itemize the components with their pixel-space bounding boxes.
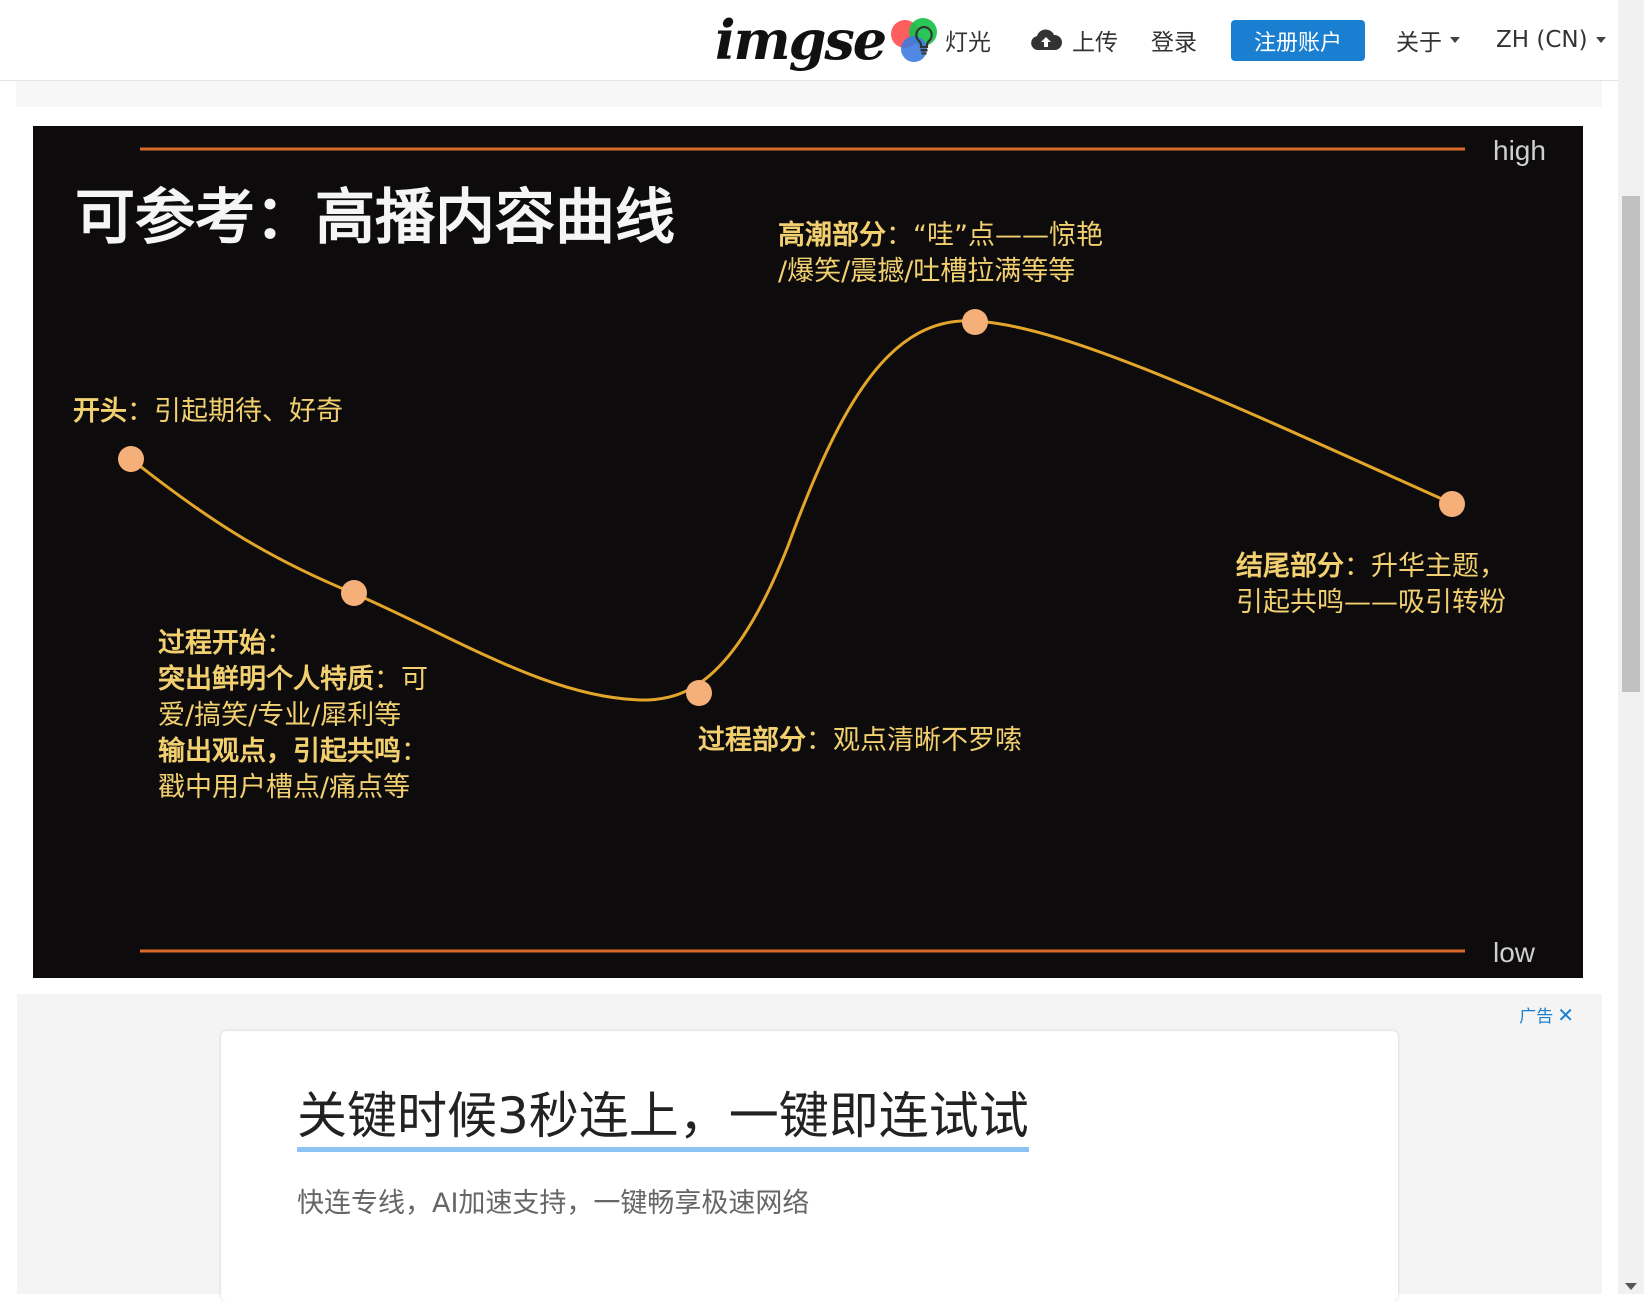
high-label: high: [1493, 135, 1546, 166]
label-climax-line2: /爆笑/震撼/吐槽拉满等等: [778, 256, 1075, 287]
cloud-upload-icon: [1030, 28, 1062, 52]
nav-light-toggle[interactable]: 灯光: [913, 20, 991, 60]
ad-title-link[interactable]: 关键时候3秒连上，一键即连试试: [297, 1085, 1029, 1152]
label-process-start-line5: 戳中用户槽点/痛点等: [158, 772, 410, 803]
label-process-start-line3: 爱/搞笑/专业/犀利等: [158, 700, 401, 731]
curve-point-process-start: [341, 580, 367, 606]
nav-upload-label: 上传: [1072, 30, 1118, 56]
nav-login-link[interactable]: 登录: [1151, 20, 1197, 60]
image-title: 可参考：高播内容曲线: [75, 183, 675, 253]
label-process: 过程部分：观点清晰不罗嗦: [698, 724, 1022, 756]
label-process-start-line4: 输出观点，引起共鸣：: [158, 735, 428, 767]
nav-about-label: 关于: [1396, 30, 1442, 56]
content-top-strip: [16, 81, 1602, 107]
language-label: ZH (CN): [1496, 27, 1588, 53]
register-button[interactable]: 注册账户: [1231, 20, 1365, 61]
ad-container: 广告 ✕ 关键时候3秒连上，一键即连试试 快连专线，AI加速支持，一键畅享极速网…: [17, 994, 1602, 1301]
language-dropdown[interactable]: ZH (CN): [1496, 20, 1606, 60]
scrollbar-thumb[interactable]: [1622, 196, 1640, 692]
curve-point-climax: [962, 309, 988, 335]
caret-down-icon: [1450, 37, 1460, 43]
site-logo[interactable]: imgse: [715, 4, 945, 76]
close-icon[interactable]: ✕: [1557, 1002, 1574, 1027]
ad-badge: 广告 ✕: [1519, 1002, 1574, 1028]
top-navbar: imgse 灯光 上传 登录 注册账户 关于 ZH (CN): [0, 0, 1618, 81]
content-curve-graphic: high low 可参考：高播内容曲线 开头：引起期待、好奇 过程开始： 突出鲜…: [73, 135, 1546, 968]
low-label: low: [1493, 937, 1536, 968]
label-process-start-line1: 过程开始：: [158, 627, 293, 659]
scroll-down-arrow-icon[interactable]: [1625, 1283, 1637, 1290]
label-ending-line2: 引起共鸣——吸引转粉: [1236, 587, 1506, 618]
lightbulb-icon: [913, 25, 935, 55]
label-start: 开头：引起期待、好奇: [73, 396, 343, 427]
logo-text: imgse: [715, 8, 887, 72]
label-process-start-line2: 突出鲜明个人特质：可: [158, 663, 428, 695]
engagement-curve: [130, 319, 1454, 702]
nav-login-label: 登录: [1151, 30, 1197, 56]
curve-point-start: [118, 446, 144, 472]
label-climax-line1: 高潮部分：“哇”点——惊艳: [778, 219, 1103, 251]
caret-down-icon: [1595, 37, 1606, 43]
ad-subtitle: 快连专线，AI加速支持，一键畅享极速网络: [297, 1188, 810, 1219]
curve-point-ending: [1439, 491, 1465, 517]
curve-point-process: [686, 680, 712, 706]
uploaded-image[interactable]: high low 可参考：高播内容曲线 开头：引起期待、好奇 过程开始： 突出鲜…: [33, 126, 1583, 978]
page-scrollbar[interactable]: [1618, 0, 1644, 1294]
label-ending-line1: 结尾部分：升华主题，: [1236, 550, 1506, 582]
ad-card[interactable]: 关键时候3秒连上，一键即连试试 快连专线，AI加速支持，一键畅享极速网络: [221, 1031, 1398, 1301]
nav-about-dropdown[interactable]: 关于: [1396, 20, 1460, 60]
nav-upload-link[interactable]: 上传: [1030, 20, 1118, 60]
nav-light-label: 灯光: [945, 30, 991, 56]
ad-badge-label: 广告: [1519, 1007, 1554, 1027]
